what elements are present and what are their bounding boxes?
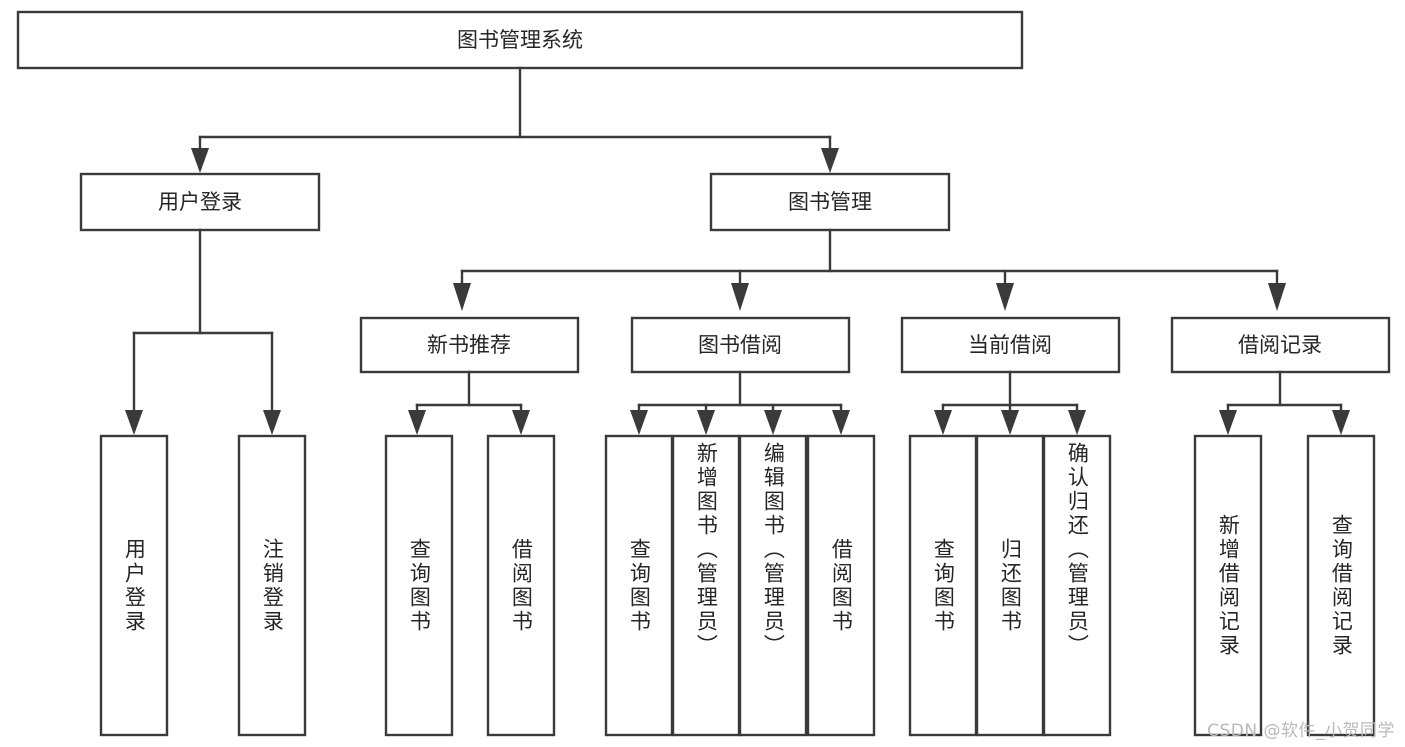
node-root-label: 图书管理系统 (457, 28, 583, 52)
leaf-box-edit-book[interactable] (738, 434, 808, 737)
node-book-manage-label: 图书管理 (788, 190, 872, 214)
leaf-box-query-book-1[interactable] (384, 434, 454, 737)
csdn-watermark: CSDN @软件_小贺同学 (1207, 721, 1395, 741)
leaf-box-user-login[interactable] (99, 434, 169, 737)
node-current-borrow[interactable]: 当前借阅 (900, 316, 1121, 374)
node-new-book-recommend[interactable]: 新书推荐 (359, 316, 580, 374)
connector-root-to-level2 (191, 66, 839, 173)
leaf-box-borrow-book-1[interactable] (486, 434, 556, 737)
node-book-borrow[interactable]: 图书借阅 (630, 316, 851, 374)
connector-book-borrow-to-leaves (630, 370, 850, 435)
leaf-box-confirm-return[interactable] (1042, 434, 1112, 737)
node-book-borrow-label: 图书借阅 (698, 333, 782, 357)
connector-borrow-record-to-leaves (1219, 370, 1350, 435)
connector-current-borrow-to-leaves (934, 370, 1086, 435)
leaf-box-add-book[interactable] (671, 434, 741, 737)
node-new-book-recommend-label: 新书推荐 (427, 333, 511, 357)
node-borrow-record-label: 借阅记录 (1238, 333, 1322, 357)
node-borrow-record[interactable]: 借阅记录 (1170, 316, 1391, 374)
node-root[interactable]: 图书管理系统 (16, 10, 1024, 70)
node-current-borrow-label: 当前借阅 (968, 333, 1052, 357)
leaf-box-query-record[interactable] (1306, 434, 1376, 737)
connector-book-manage-to-level3 (453, 228, 1286, 311)
node-book-manage[interactable]: 图书管理 (709, 172, 951, 232)
node-user-login-label: 用户登录 (158, 190, 242, 214)
leaf-box-add-record[interactable] (1193, 434, 1263, 737)
connector-new-book-recommend-to-leaves (408, 370, 530, 435)
leaf-box-query-book-3[interactable] (908, 434, 978, 737)
node-user-login[interactable]: 用户登录 (79, 172, 321, 232)
connector-user-login-to-leaves (125, 228, 281, 435)
leaf-box-borrow-book-2[interactable] (806, 434, 876, 737)
leaf-box-user-logout[interactable] (237, 434, 307, 737)
leaf-box-return-book[interactable] (975, 434, 1045, 737)
leaf-box-query-book-2[interactable] (604, 434, 674, 737)
